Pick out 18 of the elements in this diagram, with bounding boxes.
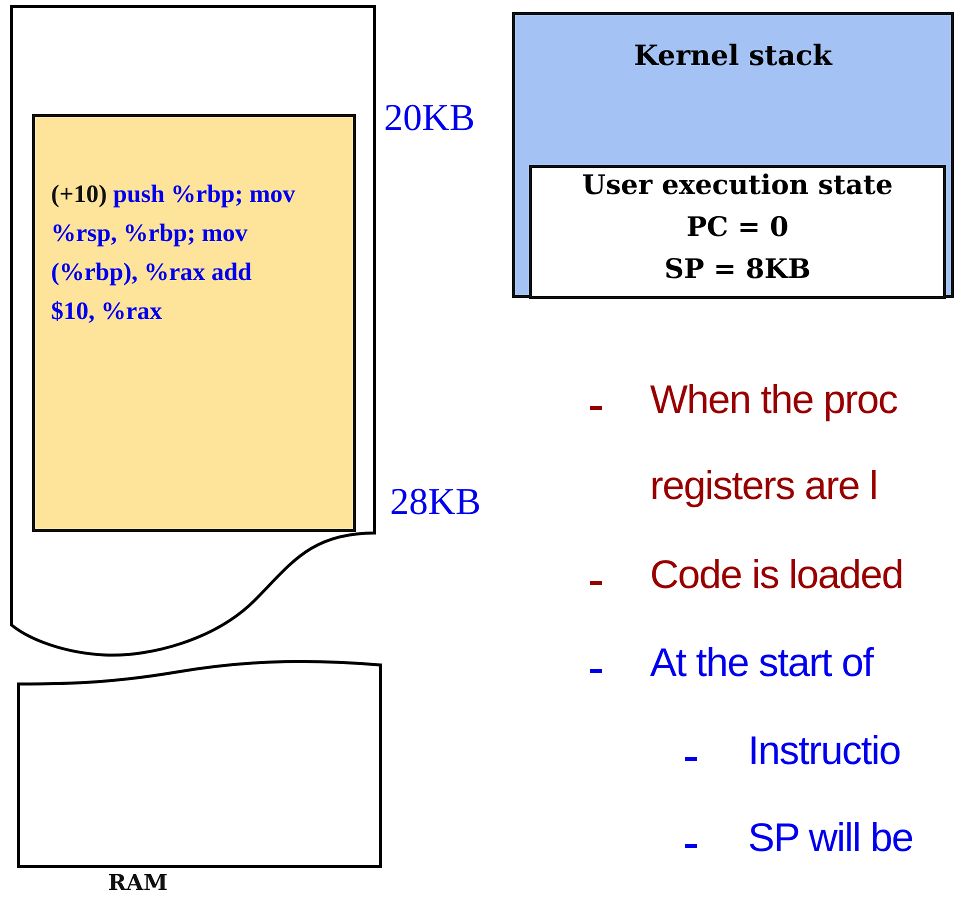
box-title: Kernel stack [632, 39, 834, 72]
assembly-code: (+10) push %rbp; mov %rsp, %rbp; mov (%rbp), %rax add $10, %rax [51, 180, 296, 327]
bullet-text: registers are l [650, 464, 878, 509]
memory-block [17, 660, 382, 868]
state-box [529, 165, 946, 299]
bullet-text: Instructio [748, 729, 900, 774]
box-heading: User execution state [581, 170, 894, 201]
address-label: 28KB [390, 480, 481, 524]
bullet-text: At the start of [650, 641, 873, 686]
bullet-text: SP will be [748, 816, 913, 861]
code-segment-box [32, 114, 356, 532]
register-value: PC = 0 [685, 212, 790, 243]
memory-label: RAM [108, 870, 168, 896]
bullet-text: When the proc [650, 378, 898, 423]
stack-box [512, 12, 954, 298]
register-value: SP = 8KB [663, 254, 812, 285]
address-label: 20KB [384, 96, 475, 140]
bullet-text: Code is loaded [650, 553, 903, 598]
